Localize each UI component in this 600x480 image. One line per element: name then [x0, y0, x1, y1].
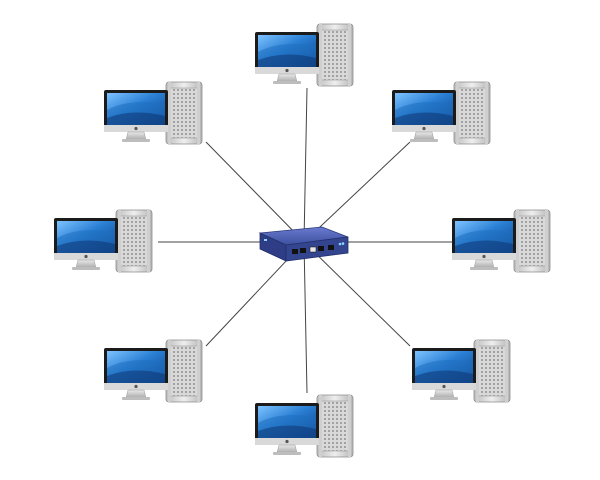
link-top [303, 87, 308, 243]
link-bottom-right [303, 241, 411, 347]
desktop-computer-icon-top-left [103, 81, 203, 145]
desktop-computer-icon-left [53, 209, 153, 273]
desktop-computer-icon-right [451, 209, 551, 273]
desktop-computer-icon-bottom-left [103, 339, 203, 403]
link-top-left [205, 141, 305, 243]
desktop-computer-icon-top [254, 23, 354, 87]
desktop-computer-icon-top-right [391, 81, 491, 145]
desktop-computer-icon-bottom-right [411, 339, 511, 403]
link-top-right [303, 141, 411, 243]
desktop-computer-icon-bottom [254, 394, 354, 458]
network-links [158, 87, 454, 394]
network-switch-icon [258, 226, 349, 262]
link-bottom [303, 241, 308, 394]
